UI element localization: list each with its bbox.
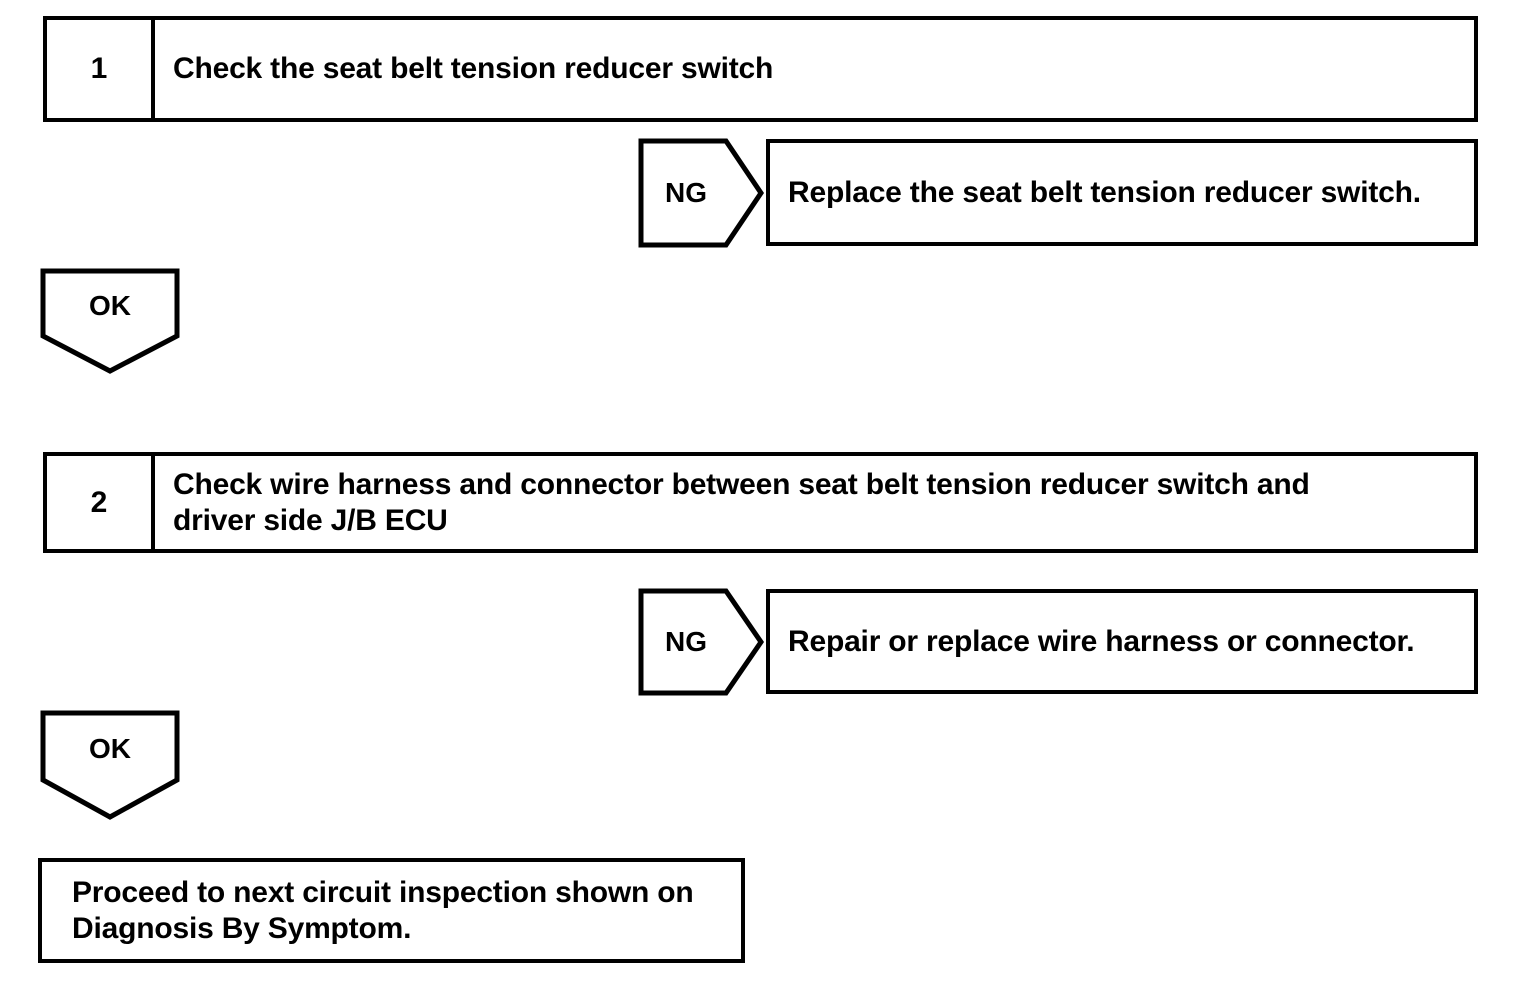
step-number-1: 1 — [47, 20, 155, 118]
ok-arrow-2 — [40, 710, 180, 820]
step-text-2: Check wire harness and connector between… — [173, 468, 1310, 537]
ng-action-box-2: Repair or replace wire harness or connec… — [766, 589, 1478, 694]
ok-label-2: OK — [89, 733, 131, 764]
ok-arrow-1 — [40, 268, 180, 374]
step-text-1: Check the seat belt tension reducer swit… — [173, 52, 774, 86]
ng-action-text-1: Replace the seat belt tension reducer sw… — [788, 175, 1421, 209]
final-action-box: Proceed to next circuit inspection shown… — [38, 858, 745, 963]
ok-arrow-shape-1 — [40, 268, 180, 374]
step-box-2: 2 Check wire harness and connector betwe… — [43, 452, 1478, 553]
ng-action-box-1: Replace the seat belt tension reducer sw… — [766, 139, 1478, 246]
ng-label-1: NG — [665, 177, 707, 208]
ng-action-text-2: Repair or replace wire harness or connec… — [788, 624, 1415, 658]
ng-arrow-2 — [638, 588, 764, 696]
step-box-1: 1 Check the seat belt tension reducer sw… — [43, 16, 1478, 122]
final-action-text: Proceed to next circuit inspection shown… — [72, 876, 694, 945]
ng-label-2: NG — [665, 626, 707, 657]
step-number-2: 2 — [47, 456, 155, 549]
ng-arrow-shape-2 — [638, 588, 764, 696]
ok-arrow-shape-2 — [40, 710, 180, 820]
ng-arrow-1 — [638, 138, 764, 248]
ok-label-1: OK — [89, 290, 131, 321]
ng-arrow-shape-1 — [638, 138, 764, 248]
